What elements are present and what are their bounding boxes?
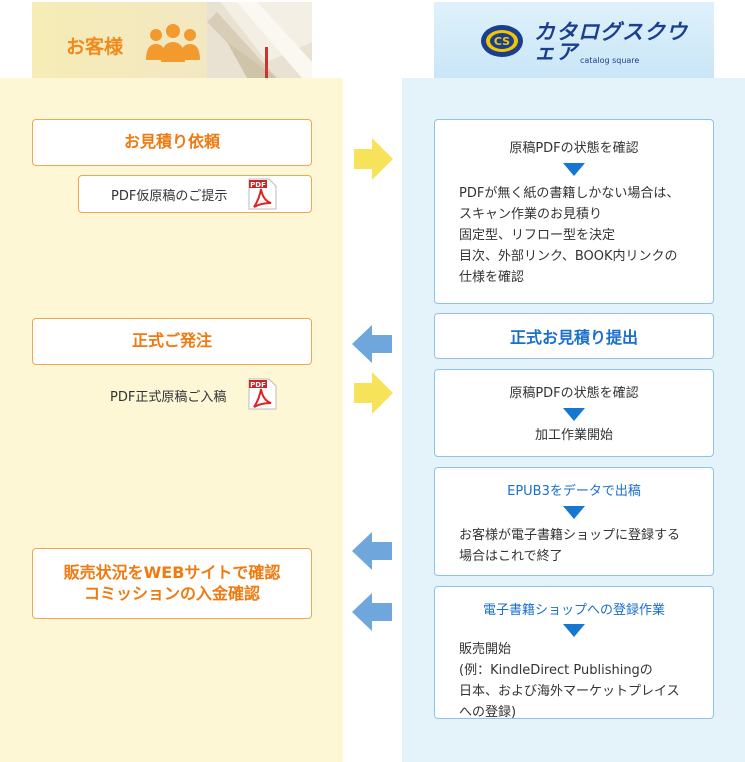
arrow-left-icon bbox=[352, 532, 392, 570]
svg-text:PDF: PDF bbox=[250, 181, 266, 189]
brand-name: カタログスクウェア bbox=[534, 20, 688, 64]
arrow-left-icon bbox=[352, 325, 392, 363]
pdf-check-title: 原稿PDFの状態を確認 bbox=[509, 141, 639, 156]
order-label: 正式ご発注 bbox=[131, 331, 212, 351]
catalog-square-logo-icon: CS bbox=[481, 25, 523, 57]
shop-registration-title: 電子書籍ショップへの登録作業 bbox=[482, 603, 665, 618]
pdf-final-text: PDF正式原稿ご入稿 bbox=[110, 384, 250, 406]
arrow-left-icon bbox=[352, 593, 392, 631]
quotation-label: 正式お見積り提出 bbox=[509, 328, 638, 347]
brand-subtitle: catalog square bbox=[580, 56, 640, 65]
shop-registration-line: (例：KindleDirect Publishingの bbox=[459, 663, 653, 678]
pdf-draft-label: PDF仮原稿のご提示 bbox=[111, 188, 228, 204]
shop-registration-line: 販売開始 bbox=[459, 642, 512, 657]
pdf-check-line: スキャン作業のお見積り bbox=[459, 207, 603, 222]
customer-header: お客様 bbox=[32, 2, 312, 78]
svg-text:PDF: PDF bbox=[250, 381, 266, 389]
customer-label: お客様 bbox=[66, 36, 124, 58]
sales-status-line1: 販売状況をWEBサイトで確認 bbox=[63, 562, 281, 582]
shop-registration-box: 電子書籍ショップへの登録作業 販売開始 (例：KindleDirect Publ… bbox=[434, 586, 714, 720]
brand-header: CS カタログスクウェア catalog square bbox=[434, 2, 714, 78]
down-triangle-icon bbox=[563, 624, 585, 637]
down-triangle-icon bbox=[563, 408, 585, 421]
pdf-check-line: 目次、外部リンク、BOOK内リンクの bbox=[459, 249, 678, 264]
down-triangle-icon bbox=[563, 506, 585, 519]
pdf-final-label: PDF正式原稿ご入稿 bbox=[110, 389, 227, 405]
order-box: 正式ご発注 bbox=[32, 318, 312, 365]
shop-registration-line: 日本、および海外マーケットプレイス bbox=[459, 684, 680, 699]
epub-output-line: 場合はこれで終了 bbox=[459, 549, 563, 564]
pdf-check-box: 原稿PDFの状態を確認 PDFが無く紙の書籍しかない場合は、 スキャン作業のお見… bbox=[434, 119, 714, 304]
pdf-icon: PDF bbox=[248, 378, 277, 410]
books-image bbox=[207, 2, 312, 78]
pdf-check-line: PDFが無く紙の書籍しかない場合は、 bbox=[459, 186, 680, 201]
shop-registration-line: への登録) bbox=[459, 705, 517, 720]
people-icon bbox=[146, 24, 200, 62]
arrow-right-icon bbox=[354, 372, 393, 414]
sales-status-box: 販売状況をWEBサイトで確認 コミッションの入金確認 bbox=[32, 548, 312, 619]
sales-status-line2: コミッションの入金確認 bbox=[83, 583, 260, 603]
epub-output-title: EPUB3をデータで出稿 bbox=[507, 484, 641, 499]
svg-text:CS: CS bbox=[494, 35, 510, 48]
pdf-check-line: 仕様を確認 bbox=[459, 270, 525, 285]
processing-box: 原稿PDFの状態を確認 加工作業開始 bbox=[434, 369, 714, 457]
pdf-icon: PDF bbox=[248, 178, 277, 210]
down-triangle-icon bbox=[563, 163, 585, 176]
processing-title: 原稿PDFの状態を確認 bbox=[509, 386, 639, 401]
arrow-right-icon bbox=[354, 138, 393, 180]
pdf-check-line: 固定型、リフロー型を決定 bbox=[459, 228, 616, 243]
quotation-box: 正式お見積り提出 bbox=[434, 313, 714, 359]
estimate-request-box: お見積り依頼 bbox=[32, 119, 312, 166]
processing-line: 加工作業開始 bbox=[534, 428, 613, 443]
estimate-request-label: お見積り依頼 bbox=[123, 132, 220, 152]
epub-output-line: お客様が電子書籍ショップに登録する bbox=[459, 528, 681, 543]
epub-output-box: EPUB3をデータで出稿 お客様が電子書籍ショップに登録する 場合はこれで終了 bbox=[434, 467, 714, 576]
